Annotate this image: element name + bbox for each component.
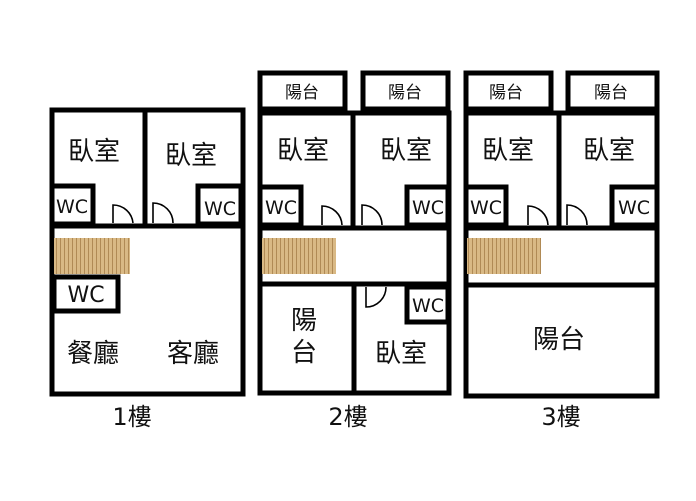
floor-3-balcony-top-left-label: 陽台 [489,83,523,103]
floor-2-balcony-top-right-box [360,70,451,112]
floor-1-plan: 臥室 臥室 WC WC WC 餐廳 客廳 [49,107,246,397]
floor-2-caption: 2樓 [328,403,367,431]
floor-1-wc-left-box [49,183,96,227]
floor-3-wc-right-box [609,184,660,228]
floor-2-door-right [361,204,383,226]
floor-1-dining-label: 餐廳 [67,339,119,369]
floor-1-door-right [152,202,174,224]
floor-3-door-right [566,204,588,226]
floor-1-stairs [54,238,130,274]
floor-2-balcony-top-left-box [257,70,348,112]
floor-2-balcony-top-left-label: 陽台 [285,83,319,103]
floor-1-wc-lower-label: WC [67,283,104,308]
floor-2-door-left [321,205,343,226]
floor-1-wc-left-label: WC [56,196,88,218]
floor-3-wc-right-label: WC [618,197,650,219]
floor-2-bedroom-lower-label: 臥室 [375,339,427,369]
floor-3-balcony-top-right-box [565,70,660,112]
floor-1-door-left [112,204,134,224]
floor-2-wc-left-label: WC [265,197,297,219]
floor-3-wc-left-label: WC [470,197,502,219]
floor-2-stairs [262,238,336,274]
floor-3-door-left [527,205,549,226]
floor-3-bedroom-right-label: 臥室 [583,136,635,166]
floor-1-wc-right-label: WC [204,198,236,220]
floor-2-wc-lower-label: WC [412,295,444,317]
floor-2-balcony-lower-label-1: 陽 [291,306,317,336]
floor-3-stairs [467,238,541,274]
floor-1-living-label: 客廳 [167,339,219,369]
floor-2-balcony-lower-label-2: 台 [291,338,317,368]
floor-1-wc-right-box [195,183,244,227]
floor-2-door-lower [365,286,387,308]
floor-3-balcony-lower-label: 陽台 [533,325,585,355]
floor-2-balcony-top-right-label: 陽台 [388,83,422,103]
floor-1-bedroom-right-label: 臥室 [165,141,217,171]
floor-2-wc-right-box [404,184,451,228]
floor-2-bedroom-left-label: 臥室 [277,136,329,166]
floor-1-caption: 1樓 [112,403,151,431]
floor-2-wc-left-box [257,184,304,228]
floor-2-wc-right-label: WC [412,197,444,219]
floor-3-bedroom-left-label: 臥室 [482,136,534,166]
floor-3-plan: 陽台 陽台 臥室 臥室 WC WC 陽台 [463,70,660,399]
floor-1-wc-lower-box [51,274,121,314]
floor-3-balcony-top-right-label: 陽台 [594,83,628,103]
floor-3-caption: 3樓 [541,403,580,431]
floor-3-balcony-top-left-box [463,70,554,112]
floor-2-plan: 陽台 陽台 臥室 臥室 WC WC WC 陽 台 臥室 [257,70,452,396]
floor-3-wc-left-box [463,184,509,228]
floor-2-bedroom-right-label: 臥室 [380,136,432,166]
floor-2-wc-lower-box [404,284,451,325]
floor-1-bedroom-left-label: 臥室 [68,137,120,167]
